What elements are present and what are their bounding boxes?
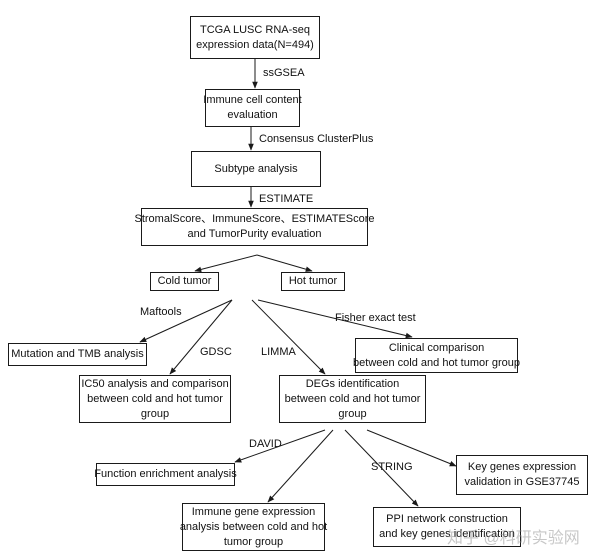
subtype-analysis-box: Subtype analysis: [191, 151, 321, 187]
immune-content-line-2: evaluation: [227, 109, 278, 121]
degs-line-3: group: [338, 407, 367, 420]
arrow-estimate-to-hot: [256, 254, 313, 272]
ic50-line-3: group: [140, 407, 170, 420]
label-estimate: ESTIMATE: [259, 193, 314, 205]
estimate-evaluation-box: StromalScore、ImmuneScore、ESTIMATEScore a…: [134, 208, 375, 246]
ppi-line-2: and key genes identification: [379, 528, 515, 540]
arrow-hub-to-degs: [251, 299, 326, 375]
degs-line-2: between cold and hot tumor: [284, 392, 421, 405]
tcga-data-box: TCGA LUSC RNA-seq expression data(N=494): [190, 16, 320, 59]
label-ssgsea: ssGSEA: [263, 67, 305, 79]
degs-identification-box: DEGs identification between cold and hot…: [279, 375, 426, 423]
label-string: STRING: [371, 461, 413, 473]
mutation-tmb-box: Mutation and TMB analysis: [8, 343, 147, 366]
immune-content-box: Immune cell content evaluation: [203, 89, 302, 127]
clinical-comparison-box: Clinical comparison between cold and hot…: [353, 338, 520, 373]
immune-content-line-1: Immune cell content: [203, 94, 302, 106]
ppi-line-1: PPI network construction: [386, 513, 508, 525]
label-maftools: Maftools: [140, 306, 182, 318]
arrow-degs-to-immune-gene: [267, 429, 334, 503]
hot-tumor-box: Hot tumor: [281, 272, 345, 291]
ppi-network-box: PPI network construction and key genes i…: [373, 507, 521, 547]
immune-gene-expression-box: Immune gene expression analysis between …: [179, 503, 328, 551]
label-consensus-clusterplus: Consensus ClusterPlus: [259, 133, 374, 145]
hot-tumor-label: Hot tumor: [288, 275, 338, 287]
estimate-eval-line-2: and TumorPurity evaluation: [187, 228, 322, 240]
arrow-hub-to-mutation: [139, 299, 233, 343]
tcga-line-1: TCGA LUSC RNA-seq: [199, 23, 311, 36]
label-fisher-exact-test: Fisher exact test: [335, 312, 416, 324]
arrow-hub-to-clinical: [257, 299, 413, 339]
function-enrichment-box: Function enrichment analysis: [94, 463, 237, 486]
ic50-line-2: between cold and hot tumor: [87, 392, 223, 405]
arrow-degs-to-key-validation: [366, 429, 457, 467]
arrow-hub-to-ic50: [169, 299, 233, 375]
function-line-1: Function enrichment analysis: [94, 468, 237, 480]
immune-gene-line-1: Immune gene expression: [191, 505, 316, 518]
arrow-estimate-to-cold: [194, 254, 258, 273]
key-validation-line-1: Key genes expression: [467, 461, 577, 473]
tcga-line-2: expression data(N=494): [196, 38, 314, 51]
label-gdsc: GDSC: [200, 346, 232, 358]
cold-tumor-label: Cold tumor: [157, 275, 212, 287]
cold-tumor-box: Cold tumor: [150, 272, 219, 291]
arrow-degs-to-function: [234, 429, 326, 463]
ic50-analysis-box: IC50 analysis and comparison between col…: [79, 375, 231, 423]
mutation-line-1: Mutation and TMB analysis: [11, 348, 144, 360]
watermark-text: 知乎 @科研实验网: [447, 530, 580, 547]
estimate-eval-line-1: StromalScore、ImmuneScore、ESTIMATEScore: [134, 213, 375, 225]
clinical-line-2: between cold and hot tumor group: [353, 356, 520, 369]
immune-gene-line-3: tumor group: [223, 535, 284, 548]
key-validation-line-2: validation in GSE37745: [464, 476, 580, 488]
clinical-line-1: Clinical comparison: [388, 341, 485, 354]
key-genes-validation-box: Key genes expression validation in GSE37…: [456, 455, 588, 495]
arrow-degs-to-ppi: [344, 429, 419, 507]
label-david: DAVID: [249, 438, 282, 450]
immune-gene-line-2: analysis between cold and hot: [179, 520, 328, 533]
subtype-line-1: Subtype analysis: [214, 162, 298, 175]
degs-line-1: DEGs identification: [305, 377, 400, 390]
ic50-line-1: IC50 analysis and comparison: [81, 377, 229, 390]
label-limma: LIMMA: [261, 346, 296, 358]
